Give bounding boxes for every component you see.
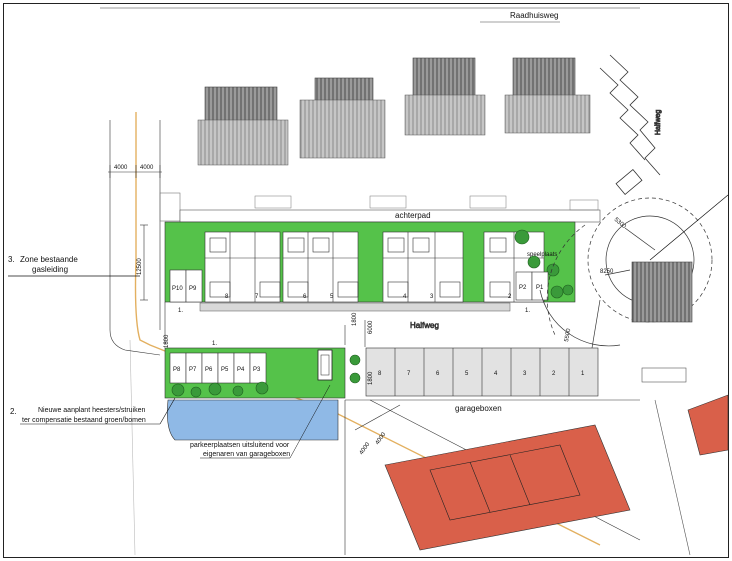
dim-4000-b: 4000 bbox=[140, 165, 154, 171]
note-1-marker-a: 1. bbox=[178, 308, 183, 314]
svg-text:P3: P3 bbox=[253, 367, 261, 373]
svg-text:3.: 3. bbox=[8, 255, 15, 264]
dim-6000: 6000 bbox=[368, 320, 374, 334]
svg-text:P7: P7 bbox=[189, 367, 197, 373]
svg-text:7: 7 bbox=[255, 294, 259, 300]
svg-text:parkeerplaatsen uitsluitend vo: parkeerplaatsen uitsluitend voor bbox=[190, 442, 290, 449]
back-path: achterpad bbox=[159, 192, 601, 223]
svg-text:7: 7 bbox=[407, 371, 411, 377]
svg-text:4: 4 bbox=[494, 371, 498, 377]
existing-buildings bbox=[197, 57, 591, 166]
dim-8250: 8250 bbox=[600, 269, 614, 275]
svg-text:2: 2 bbox=[508, 294, 512, 300]
parking-south-labels: P8 P7 P6 P5 P4 P3 bbox=[173, 367, 261, 373]
svg-text:5: 5 bbox=[330, 294, 334, 300]
parking-p10: P10 bbox=[172, 286, 183, 292]
svg-text:6: 6 bbox=[436, 371, 440, 377]
dim-4000-a: 4000 bbox=[114, 165, 128, 171]
svg-text:6: 6 bbox=[303, 294, 307, 300]
garage-boxes bbox=[365, 347, 599, 397]
middle-road: Halfweg bbox=[164, 302, 439, 347]
svg-text:P5: P5 bbox=[221, 367, 229, 373]
svg-text:P4: P4 bbox=[237, 367, 245, 373]
svg-text:1: 1 bbox=[581, 371, 585, 377]
east-hatched-building bbox=[631, 261, 693, 323]
dim-12500: 12500 bbox=[137, 258, 143, 275]
svg-text:P6: P6 bbox=[205, 367, 213, 373]
svg-text:gasleiding: gasleiding bbox=[32, 265, 68, 274]
svg-text:2: 2 bbox=[552, 371, 556, 377]
label-garageboxen: garageboxen bbox=[455, 404, 502, 413]
parked-car bbox=[317, 349, 333, 381]
svg-text:3: 3 bbox=[523, 371, 527, 377]
note-1-marker-b: 1. bbox=[212, 341, 217, 347]
east-zigzag-houses: Halfweg bbox=[599, 54, 662, 195]
label-speelplaats: speelplaats bbox=[527, 252, 557, 258]
water-pond bbox=[167, 399, 339, 441]
note-3: 3. Zone bestaande gasleiding bbox=[8, 255, 140, 277]
dim-1800-a: 1800 bbox=[352, 312, 358, 326]
garage-numbers: 8 7 6 5 4 3 2 1 bbox=[378, 371, 585, 377]
road-label-raadhuisweg: Raadhuisweg bbox=[510, 11, 558, 20]
gas-zone-lines bbox=[108, 120, 162, 356]
drawing-border bbox=[3, 3, 729, 558]
parking-p1: P1 bbox=[536, 285, 544, 291]
east-boundary bbox=[654, 399, 691, 556]
svg-text:4: 4 bbox=[403, 294, 407, 300]
parking-p9: P9 bbox=[189, 286, 197, 292]
front-strip bbox=[199, 302, 511, 312]
gas-pipeline bbox=[129, 112, 601, 556]
svg-text:5: 5 bbox=[465, 371, 469, 377]
dim-1800-c: 1800 bbox=[164, 334, 170, 348]
orange-buildings bbox=[384, 394, 729, 551]
svg-text:2.: 2. bbox=[10, 407, 17, 416]
parking-south bbox=[169, 352, 267, 384]
svg-text:8: 8 bbox=[378, 371, 382, 377]
note-2: 2. Nieuwe aanplant heesters/struiken ter… bbox=[10, 397, 176, 425]
svg-text:Zone bestaande: Zone bestaande bbox=[20, 255, 78, 264]
trees bbox=[514, 229, 574, 299]
svg-text:P8: P8 bbox=[173, 367, 181, 373]
svg-text:3: 3 bbox=[430, 294, 434, 300]
note-1-marker-c: 1. bbox=[525, 308, 530, 314]
dim-4000-c: 4000 bbox=[359, 441, 372, 456]
east-small-building bbox=[641, 367, 687, 383]
parking-note: parkeerplaatsen uitsluitend voor eigenar… bbox=[190, 384, 331, 459]
label-achterpad: achterpad bbox=[395, 211, 431, 220]
road-label-halfweg-east: Halfweg bbox=[655, 110, 662, 135]
dim-5500: 5500 bbox=[564, 328, 572, 343]
parking-east bbox=[515, 271, 549, 301]
parking-p2: P2 bbox=[519, 285, 527, 291]
svg-text:ter compensatie bestaand groen: ter compensatie bestaand groen/bomen bbox=[22, 417, 146, 424]
svg-text:8: 8 bbox=[225, 294, 229, 300]
svg-text:Halfweg: Halfweg bbox=[410, 321, 439, 330]
parking-west bbox=[169, 269, 203, 303]
turning-circle bbox=[539, 194, 729, 361]
dim-1800-b: 1800 bbox=[368, 371, 374, 385]
north-road: Raadhuisweg bbox=[100, 7, 640, 23]
dwelling-row bbox=[204, 231, 545, 303]
svg-text:Nieuwe aanplant heesters/strui: Nieuwe aanplant heesters/struiken bbox=[38, 407, 146, 414]
svg-text:eigenaren van garageboxen: eigenaren van garageboxen bbox=[203, 451, 290, 458]
trees-south bbox=[171, 354, 361, 398]
